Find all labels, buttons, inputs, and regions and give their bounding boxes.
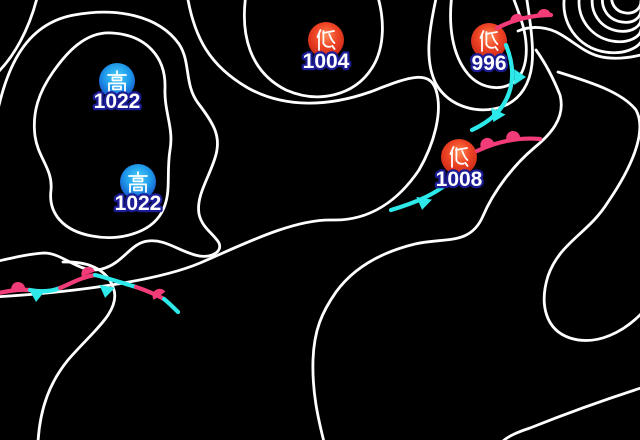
pressure-symbol-low <box>479 30 499 52</box>
pressure-center-layer <box>99 22 507 200</box>
warm-front-line <box>474 136 543 154</box>
isobar-line-17 <box>502 386 640 440</box>
glyph-stroke-5 <box>322 42 332 48</box>
pressure-value-label: 1022 <box>94 90 141 113</box>
cold-front-marker-1 <box>416 196 433 210</box>
isobar-line-11 <box>590 0 640 33</box>
glyph-stroke-7 <box>112 85 122 91</box>
cold-front-line <box>92 272 139 290</box>
warm-front-line <box>133 284 167 302</box>
pressure-center-high-1022-north <box>99 63 135 99</box>
pressure-value-label: 996 <box>471 52 506 75</box>
glyph-stroke-7 <box>331 44 336 50</box>
cold-front-line <box>388 181 450 213</box>
isobar-line-15 <box>311 48 563 440</box>
glyph-stroke-6 <box>491 34 499 45</box>
isobar-line-9 <box>610 0 640 15</box>
isobar-line-6 <box>36 260 117 440</box>
glyph-stroke-1 <box>449 146 455 155</box>
warm-front-marker-1 <box>152 288 166 300</box>
stationary-front-warm-1 <box>0 282 33 295</box>
stationary-front-cold-2 <box>92 272 139 298</box>
warm-front-marker-1 <box>480 137 494 148</box>
warm-front-996 <box>494 9 554 31</box>
warm-front-1008 <box>474 131 543 154</box>
pressure-center-high-1022-south <box>120 164 156 200</box>
pressure-symbol-high <box>107 70 127 92</box>
isobar-line-2 <box>0 10 222 272</box>
isobar-line-13 <box>562 0 640 55</box>
cold-front-line <box>469 42 515 133</box>
isobar-line-16 <box>542 70 640 342</box>
warm-front-marker-1 <box>11 282 26 290</box>
pressure-value-label: 1008 <box>436 168 483 191</box>
isobar-line-4 <box>242 0 384 99</box>
pressure-center-low-996 <box>471 23 507 59</box>
cold-front-marker-2 <box>491 107 506 122</box>
isobar-line-14 <box>516 26 640 60</box>
pressure-value-label: 1004 <box>303 50 350 73</box>
glyph-stroke-3 <box>322 30 335 34</box>
glyph-stroke-6 <box>461 150 469 161</box>
stationary-front-cold-1 <box>27 285 63 302</box>
glyph-stroke-7 <box>133 186 143 192</box>
pressure-center-low-1008 <box>441 139 477 175</box>
isobar-line-12 <box>577 0 640 44</box>
glyph-stroke-5 <box>485 43 495 49</box>
warm-front-marker-2 <box>506 131 521 139</box>
warm-front-marker-2 <box>537 9 552 17</box>
glyph-stroke-1 <box>479 30 485 39</box>
pressure-symbol-high <box>128 171 148 193</box>
stationary-front-warm-3 <box>133 284 167 302</box>
glyph-stroke-5 <box>455 159 465 165</box>
isobar-line-5 <box>0 0 440 299</box>
glyph-stroke-3 <box>132 177 144 183</box>
pressure-label-layer: 1022 1022 1004 996 1008 <box>91 48 508 218</box>
glyph-stroke-3 <box>485 31 498 35</box>
glyph-stroke-7 <box>494 45 499 51</box>
pressure-center-low-1004 <box>308 22 344 58</box>
glyph-stroke-7 <box>464 161 469 167</box>
glyph-stroke-1 <box>316 29 322 38</box>
isobar-line-3 <box>32 31 173 239</box>
glyph-stroke-6 <box>328 33 336 44</box>
pressure-symbol-low <box>316 29 336 51</box>
pressure-symbol-low <box>449 146 469 168</box>
stationary-front-warm-2 <box>57 266 98 291</box>
warm-front-line <box>57 272 98 291</box>
front-layer <box>0 9 554 315</box>
cold-front-996 <box>469 42 526 133</box>
stationary-front-cold-3 <box>161 296 181 315</box>
isobar-line-1 <box>0 0 38 73</box>
cold-front-1008 <box>388 181 450 213</box>
glyph-stroke-3 <box>455 147 468 151</box>
glyph-stroke-3 <box>111 76 123 82</box>
warm-front-line <box>0 287 33 295</box>
cold-front-marker-1 <box>99 284 116 298</box>
isobar-line-10 <box>601 0 640 24</box>
cold-front-marker-1 <box>514 69 526 85</box>
cold-front-marker-1 <box>29 289 46 302</box>
pressure-value-label: 1022 <box>115 192 162 215</box>
warm-front-marker-1 <box>510 13 524 24</box>
cold-front-line <box>161 296 181 315</box>
warm-front-marker-1 <box>81 266 95 277</box>
